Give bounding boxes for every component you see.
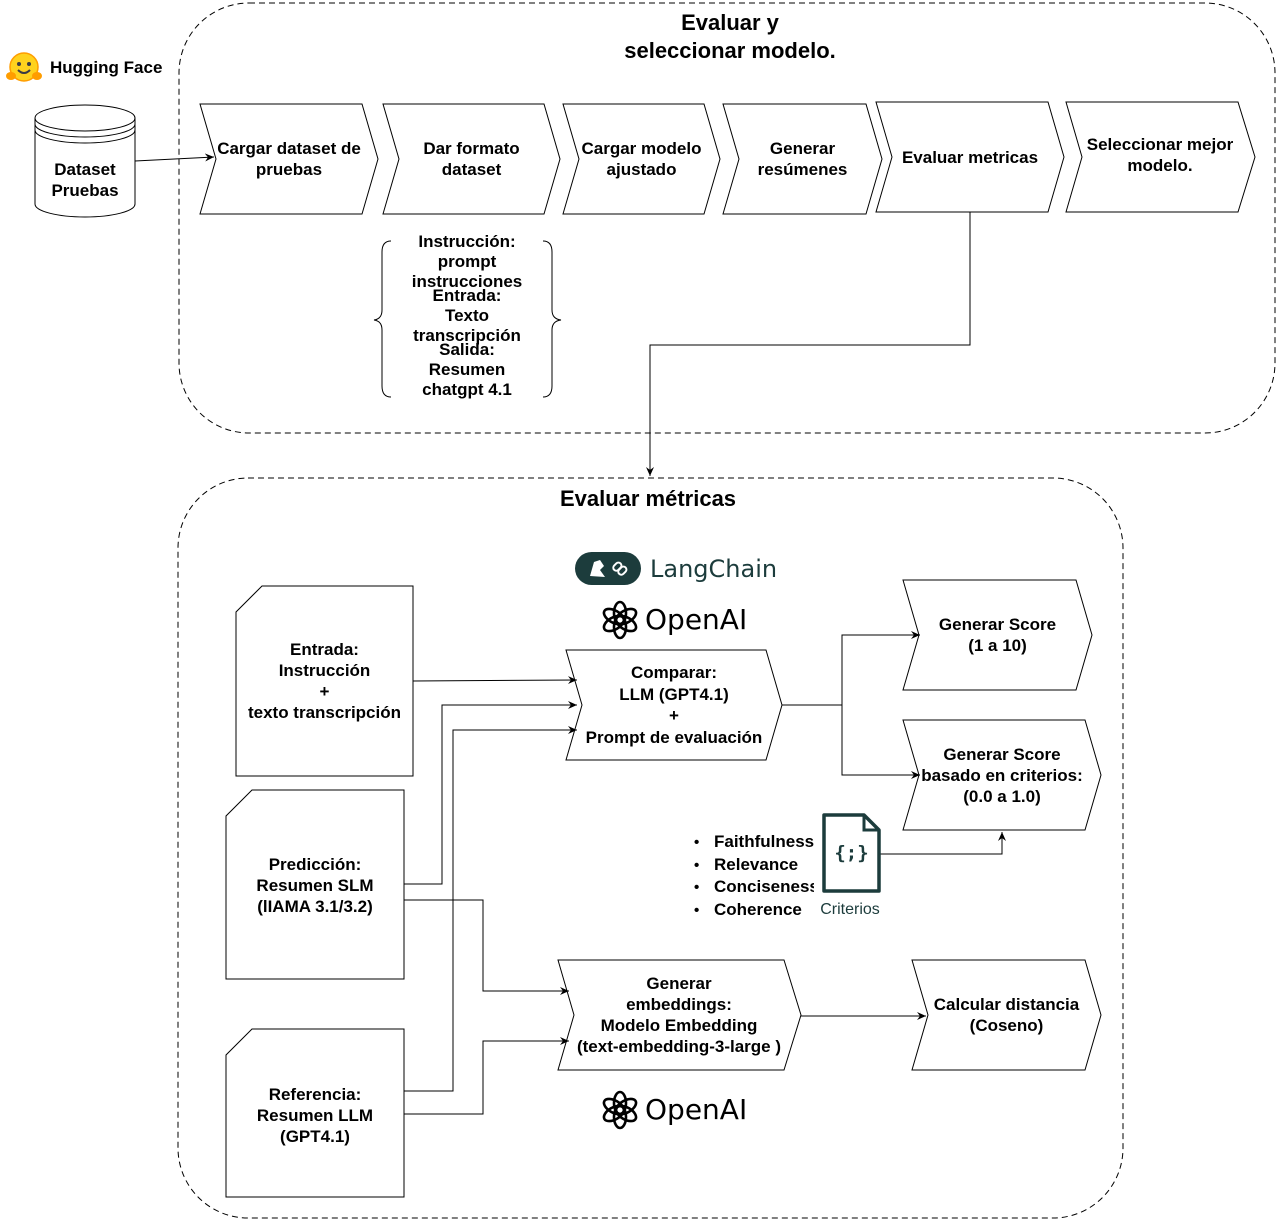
edge-referencia-to-embeddings bbox=[404, 1037, 569, 1115]
distancia-label: Calcular distancia(Coseno) bbox=[933, 995, 1080, 1035]
edge-referencia-to-comparar bbox=[404, 726, 577, 1092]
step-evaluar-metricas: Evaluar metricas bbox=[901, 147, 1039, 167]
step-generar-resumenes-shape bbox=[722, 103, 883, 215]
referencia-doc-shape bbox=[225, 1028, 405, 1198]
bottom-section-title: Evaluar métricas bbox=[559, 486, 737, 511]
distancia-shape bbox=[911, 959, 1102, 1071]
openai-label-top: OpenAI bbox=[645, 603, 748, 636]
openai-logo-icon-top bbox=[602, 600, 638, 640]
hugging-face-label: Hugging Face bbox=[50, 58, 163, 77]
comparar-label: Comparar:LLM (GPT4.1) +Prompt de evaluac… bbox=[585, 663, 763, 747]
criterios-label: Criterios bbox=[820, 901, 880, 918]
prediccion-doc-shape bbox=[225, 789, 405, 980]
embeddings-shape bbox=[557, 959, 802, 1071]
entrada-doc-label: Entrada:Instrucción +texto transcripción bbox=[247, 640, 402, 722]
step-cargar-dataset-shape bbox=[199, 103, 379, 215]
criterios-file-icon bbox=[822, 813, 881, 893]
entrada-doc-shape bbox=[235, 585, 414, 777]
prediccion-doc-label: Predicción:Resumen SLM(lIAMA 3.1/3.2) bbox=[256, 854, 374, 916]
brace-right bbox=[542, 240, 562, 398]
edge-dataset-to-step1 bbox=[134, 153, 215, 162]
step-dar-formato-shape bbox=[382, 103, 561, 215]
step-cargar-modelo-shape bbox=[562, 103, 721, 215]
langchain-label: LangChain bbox=[650, 555, 778, 583]
criterion-item: Faithfulness bbox=[694, 831, 814, 854]
edge-prediccion-to-embeddings bbox=[404, 899, 569, 995]
edge-prediccion-to-comparar bbox=[404, 701, 577, 885]
bottom-section-container bbox=[177, 477, 1124, 1219]
dataset-cylinder bbox=[34, 104, 136, 218]
criteria-list: Faithfulness Relevance Conciseness Coher… bbox=[694, 831, 814, 921]
criterion-item: Relevance bbox=[694, 854, 814, 877]
openai-logo-icon-bottom bbox=[602, 1090, 638, 1130]
comparar-shape bbox=[565, 649, 783, 761]
criterion-item: Conciseness bbox=[694, 876, 814, 899]
top-section-container bbox=[178, 2, 1276, 434]
edge-evaluar-to-bottom bbox=[646, 212, 971, 476]
criterios-icon-glyph: {;} bbox=[834, 842, 869, 864]
referencia-doc-label: Referencia:Resumen LLM(GPT4.1) bbox=[256, 1084, 374, 1146]
edge-criterios-to-score2 bbox=[880, 832, 1006, 855]
edge-entrada-to-comparar bbox=[412, 676, 578, 685]
hugging-face-icon bbox=[6, 52, 42, 82]
criterion-item: Coherence bbox=[694, 899, 814, 922]
openai-label-bottom: OpenAI bbox=[645, 1093, 748, 1126]
brace-left bbox=[373, 240, 392, 398]
step-seleccionar-shape bbox=[1065, 101, 1256, 213]
step-evaluar-metricas-shape bbox=[875, 101, 1065, 213]
format-spec-text: Instrucción: prompt instrucciones Entrad… bbox=[411, 232, 523, 399]
edge-comparar-to-scores bbox=[782, 634, 920, 776]
top-section-title: Evaluar y seleccionar modelo. bbox=[624, 10, 836, 63]
langchain-logo-icon bbox=[575, 552, 641, 585]
score1-label: Generar Score(1 a 10) bbox=[938, 615, 1057, 655]
